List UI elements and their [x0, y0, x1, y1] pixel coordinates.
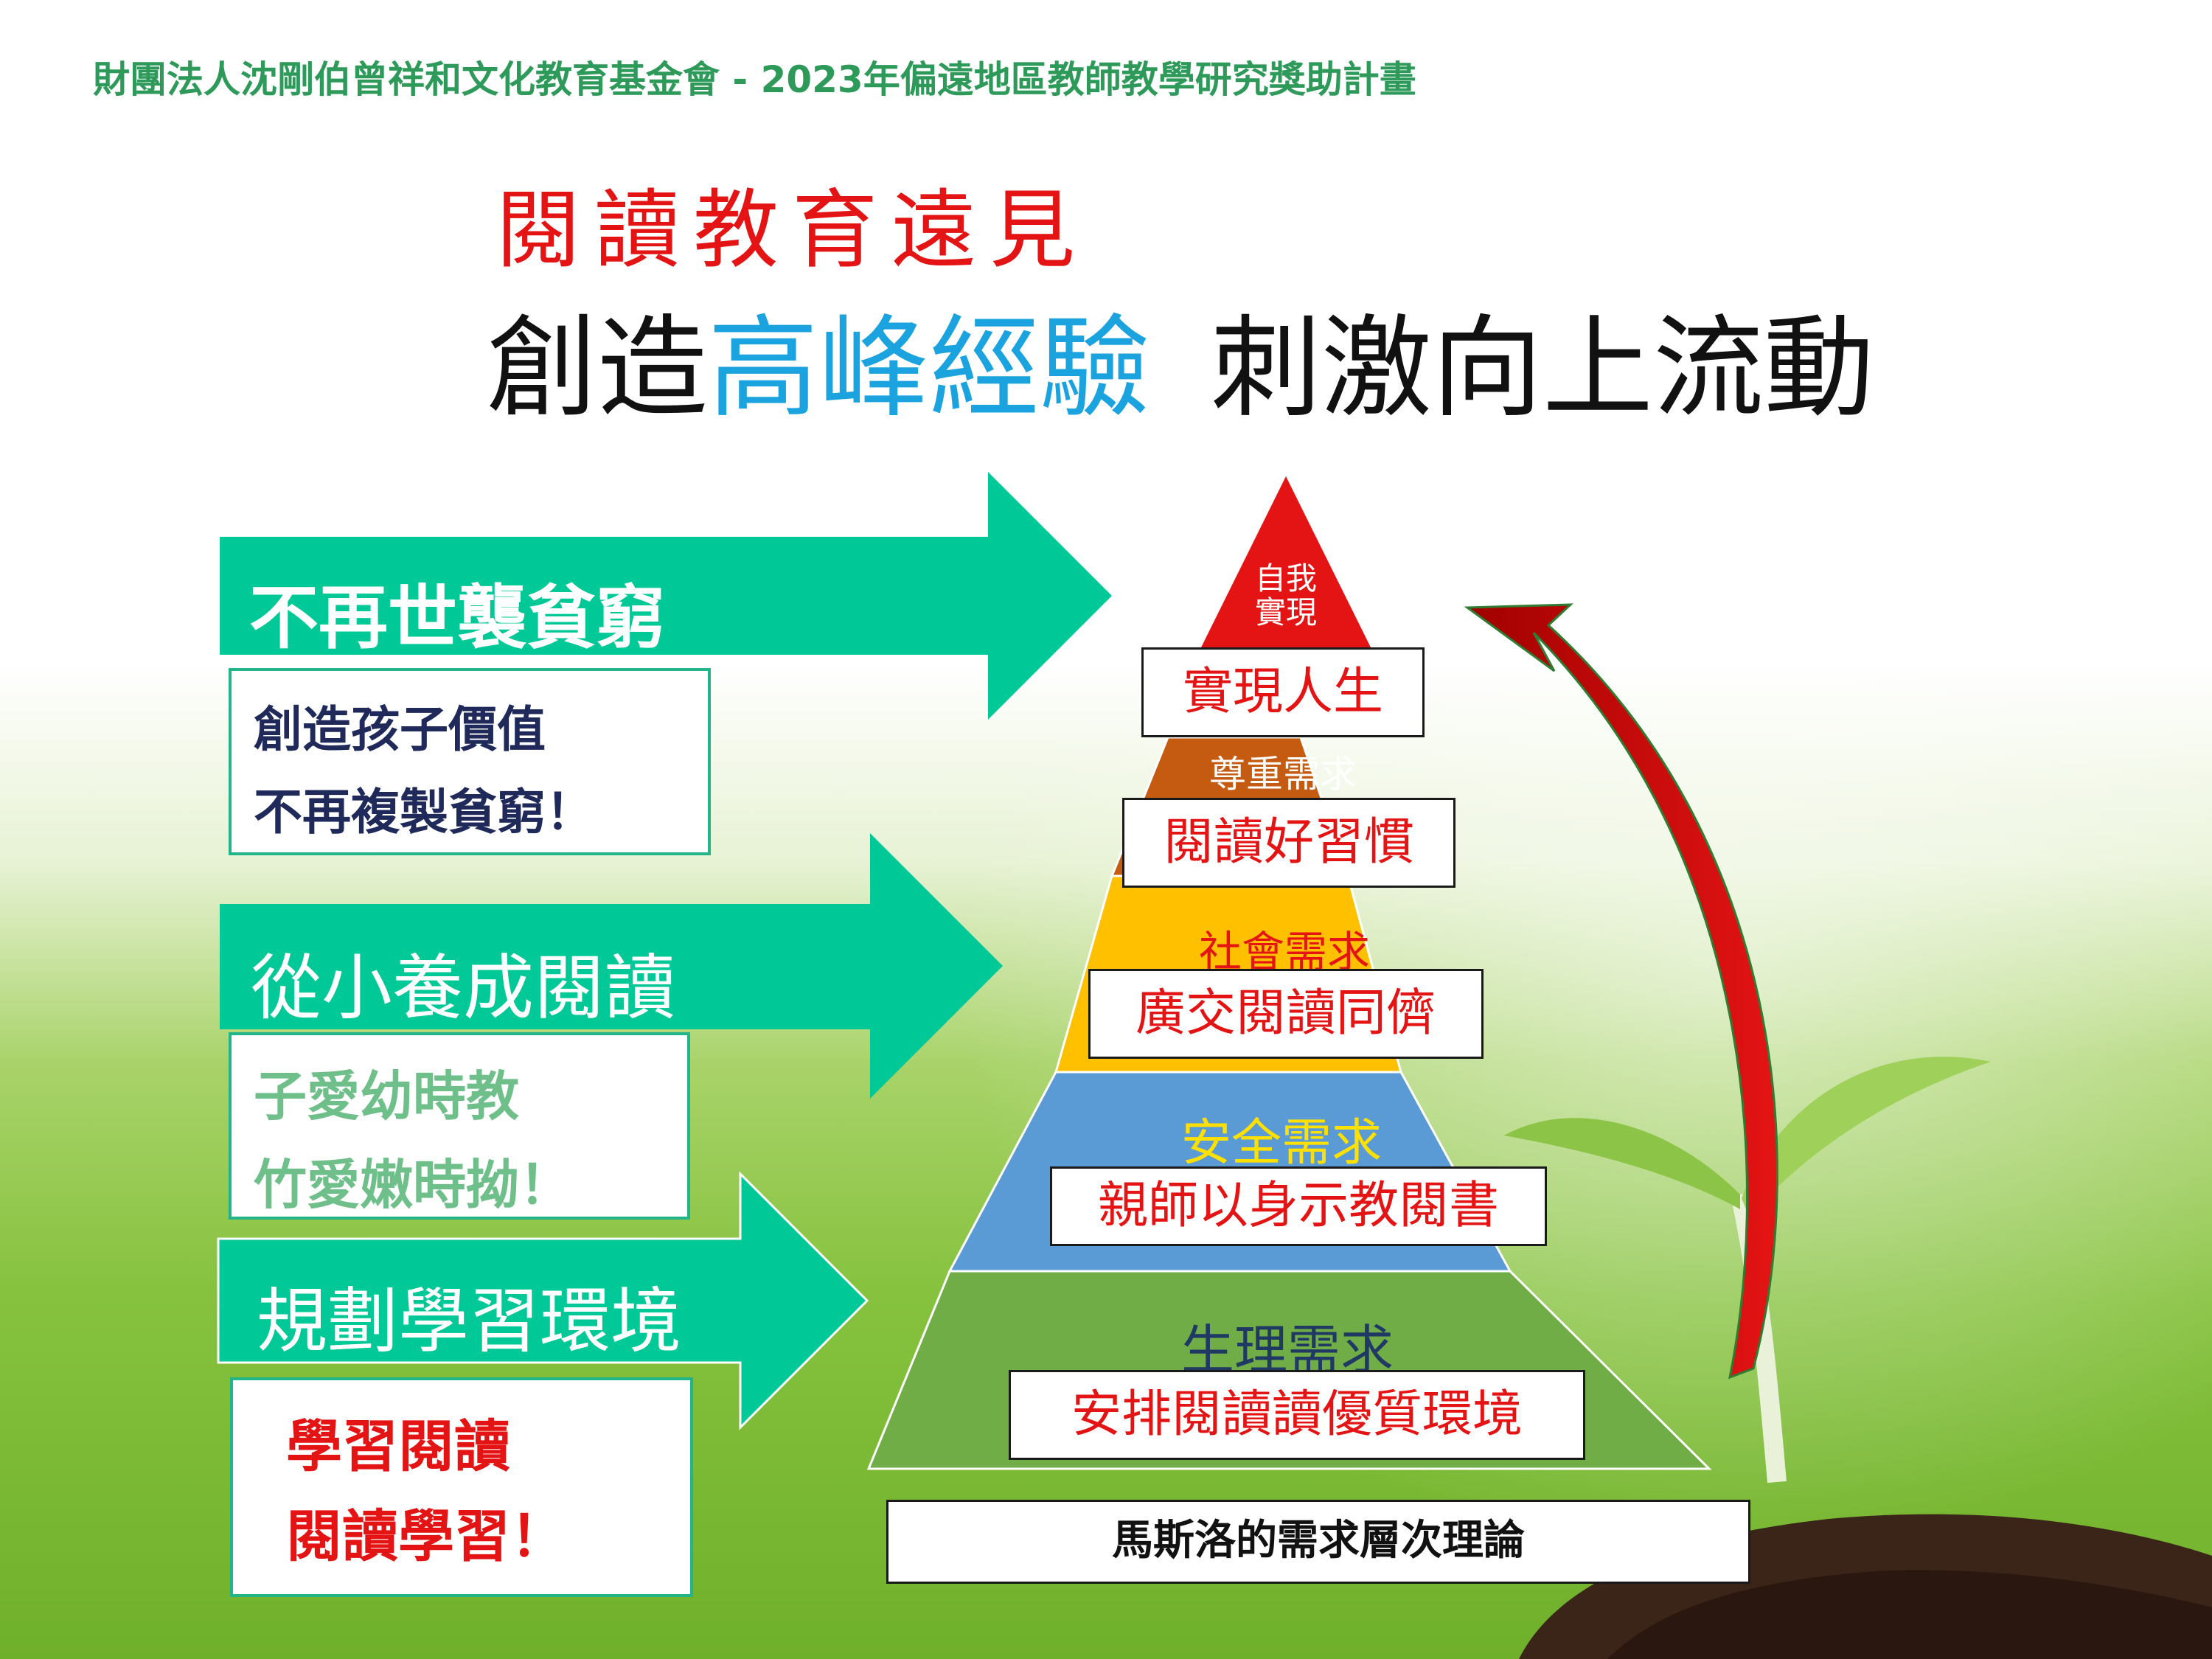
page-subtitle: 創造高峰經驗刺激向上流動 [487, 279, 1874, 439]
note-box-1-line1: 創造孩子價值 [254, 701, 546, 758]
practice-self-actualization: 實現人生 [1141, 647, 1425, 737]
arrow-shape-1 [220, 472, 1112, 720]
note-box-2-line2: 竹愛嫩時拗！ [254, 1154, 573, 1216]
pyramid-level-self-actualization [1200, 476, 1371, 649]
arrow-shape-3 [217, 1171, 869, 1430]
level-name-safety: 安全需求 [1180, 1114, 1382, 1172]
note-box-1: 創造孩子價值 不再複製貧窮！ [229, 668, 711, 855]
upward-curve-arrow [1464, 603, 1778, 1380]
arrow-shape-2 [220, 833, 1003, 1099]
practice-esteem: 閱讀好習慣 [1122, 798, 1455, 888]
note-box-3-line2: 閱讀學習！ [286, 1503, 566, 1569]
note-box-2: 子愛幼時教 竹愛嫩時拗！ [229, 1032, 690, 1220]
level-name-self-actualization: 自我 實現 [1254, 560, 1317, 630]
arrow-label-2: 從小養成閱讀 [251, 947, 675, 1029]
note-box-3: 學習閱讀 閱讀學習！ [230, 1377, 693, 1597]
practice-safety: 親師以身示教閱書 [1050, 1166, 1547, 1246]
practice-social: 廣交閱讀同儕 [1088, 969, 1484, 1059]
level-name-esteem: 尊重需求 [1209, 753, 1357, 796]
subtitle-part1: 創造 [487, 305, 709, 433]
level-name-social: 社會需求 [1198, 927, 1370, 977]
note-box-2-line1: 子愛幼時教 [254, 1065, 520, 1127]
practice-physiological: 安排閱讀讀優質環境 [1009, 1370, 1585, 1460]
pyramid-caption: 馬斯洛的需求層次理論 [886, 1500, 1750, 1584]
arrow-label-1: 不再世襲貧窮 [249, 578, 666, 658]
page-title: 閱讀教育遠見 [495, 181, 1088, 280]
header-text: 財團法人沈剛伯曾祥和文化教育基金會 - 2023年偏遠地區教師教學研究獎助計畫 [93, 58, 1416, 101]
subtitle-part2: 刺激向上流動 [1211, 305, 1875, 433]
note-box-3-line1: 學習閱讀 [286, 1413, 510, 1479]
note-box-1-line2: 不再複製貧窮！ [254, 784, 594, 841]
arrow-label-3: 規劃學習環境 [257, 1280, 681, 1363]
subtitle-highlight: 高峰經驗 [708, 305, 1151, 433]
